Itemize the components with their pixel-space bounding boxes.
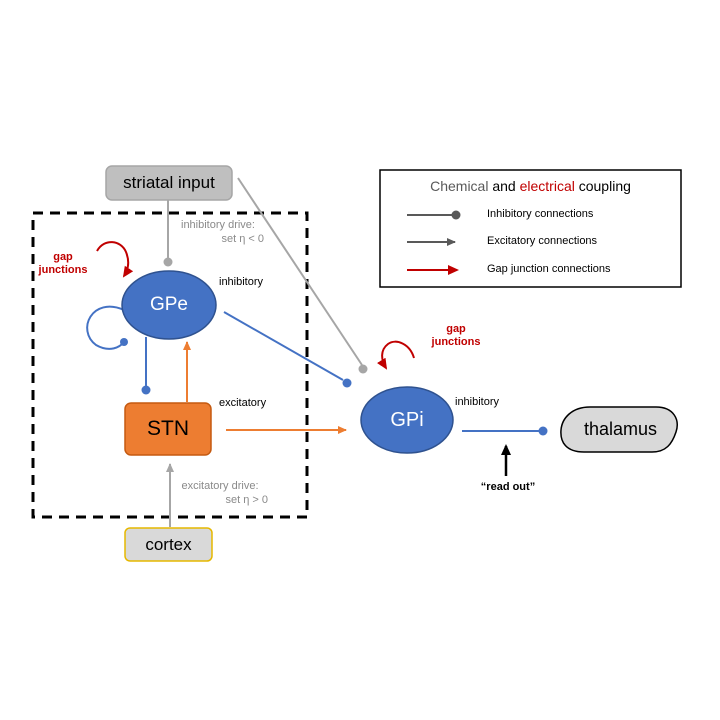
- excitatory-drive-label: excitatory drive: set η > 0: [172, 479, 268, 507]
- striatal-input-label: striatal input: [123, 173, 215, 192]
- gpe-self-inhibition-loop: [86, 305, 125, 350]
- thalamus-node: [560, 406, 678, 453]
- gpe-self-inhibition-terminal: [120, 338, 128, 346]
- gpe-gap-junction-label: gap junctions: [33, 251, 93, 277]
- legend-title: Chemical and electrical coupling: [380, 178, 681, 194]
- gpe-gap-junction-curl: [96, 241, 134, 278]
- gpi-gap-junction-label: gap junctions: [426, 323, 486, 349]
- stn-node: [124, 402, 212, 456]
- stn-label: STN: [147, 417, 189, 440]
- gpe-to-gpi-terminal: [342, 378, 352, 388]
- inhibitory-drive-line1: inhibitory drive:: [181, 219, 255, 231]
- legend-title-coupling: coupling: [578, 178, 631, 194]
- stn-type-label: excitatory: [219, 397, 267, 409]
- legend-title-electrical: electrical: [519, 178, 575, 194]
- legend-excitatory-label: Excitatory connections: [487, 235, 598, 247]
- gpe-to-gpi-connection: [223, 311, 344, 381]
- striatal-input-node: [105, 165, 233, 201]
- legend-title-chemical: Chemical: [430, 178, 489, 194]
- gpe-to-stn-terminal: [141, 385, 151, 395]
- striatum-to-gpe-terminal: [163, 257, 173, 267]
- legend-gap-label: Gap junction connections: [487, 263, 611, 275]
- inhibitory-drive-label: inhibitory drive: set η < 0: [172, 218, 264, 246]
- cortex-node: [124, 527, 213, 562]
- gpi-type-label: inhibitory: [455, 396, 500, 408]
- cortex-label: cortex: [145, 534, 192, 554]
- gpi-to-thalamus-terminal: [538, 426, 548, 436]
- gpi-gap-line2: junctions: [431, 336, 481, 348]
- legend-inhibitory-label: Inhibitory connections: [487, 208, 594, 220]
- striatum-to-gpi-terminal: [358, 364, 368, 374]
- gpe-gap-line1: gap: [53, 251, 73, 263]
- gpe-label: GPe: [149, 294, 189, 315]
- thalamus-label: thalamus: [583, 419, 658, 439]
- legend-box: [379, 169, 682, 288]
- gpi-gap-junction-curl: [376, 340, 415, 370]
- inhibitory-drive-line2: set η < 0: [221, 233, 264, 245]
- gpi-label: GPi: [390, 408, 424, 431]
- gpe-type-label: inhibitory: [219, 276, 264, 288]
- legend-title-and: and: [492, 178, 516, 194]
- legend-inhibitory-terminal: [451, 210, 461, 220]
- read-out-label: “read out”: [480, 481, 536, 493]
- gpe-gap-line2: junctions: [38, 264, 88, 276]
- gpi-gap-line1: gap: [446, 323, 466, 335]
- striatum-to-gpi-connection: [237, 177, 363, 366]
- excitatory-drive-line1: excitatory drive:: [181, 480, 259, 492]
- gpi-node: [360, 386, 454, 454]
- gpe-node: [121, 270, 217, 340]
- excitatory-drive-line2: set η > 0: [225, 494, 268, 506]
